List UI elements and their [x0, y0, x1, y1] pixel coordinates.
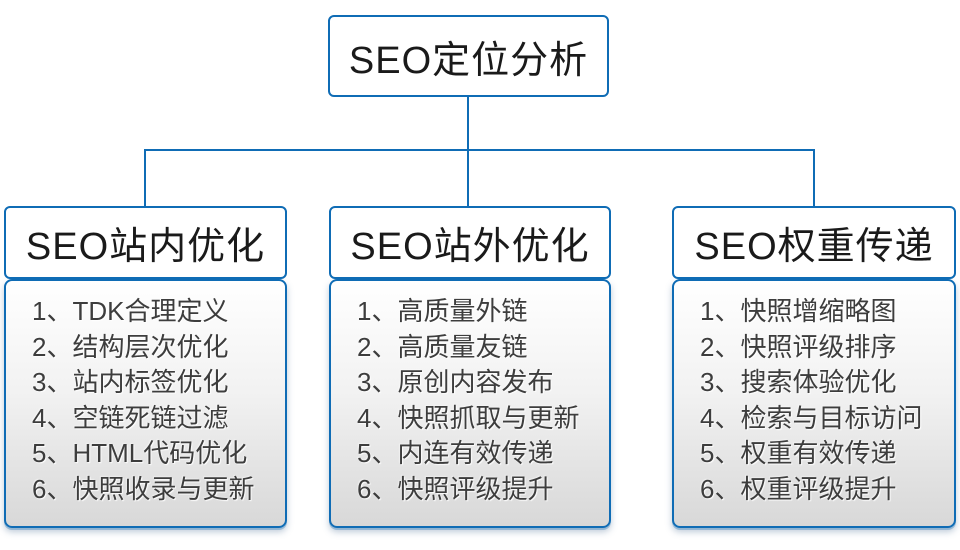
branch-weight-list: 1、快照增缩略图 2、快照评级排序 3、搜索体验优化 4、检索与目标访问 5、权… — [672, 279, 956, 528]
list-item: 6、快照收录与更新 — [32, 473, 255, 504]
connector-drop-weight — [813, 150, 815, 207]
list-item: 3、站内标签优化 — [32, 367, 229, 397]
connector-drop-offsite — [467, 150, 469, 207]
branch-offsite: SEO站外优化 1、高质量外链 2、高质量友链 3、原创内容发布 4、快照抓取与… — [329, 206, 611, 528]
list-item: 1、快照增缩略图 — [700, 296, 897, 326]
root-node: SEO定位分析 — [328, 15, 609, 97]
list-item: 4、空链死链过滤 — [32, 402, 229, 433]
list-item: 6、权重评级提升 — [700, 473, 897, 504]
list-item: 2、快照评级排序 — [700, 331, 897, 362]
list-item: 5、HTML代码优化 — [32, 438, 248, 468]
branch-onsite-title: SEO站内优化 — [25, 226, 266, 268]
branch-onsite-title-box: SEO站内优化 — [4, 206, 287, 279]
root-node-label: SEO定位分析 — [348, 39, 589, 82]
branch-weight-title: SEO权重传递 — [694, 226, 934, 268]
list-item: 5、权重有效传递 — [700, 438, 897, 468]
connector-horizontal — [144, 149, 815, 151]
list-item: 1、高质量外链 — [357, 296, 528, 326]
list-item: 4、快照抓取与更新 — [357, 402, 580, 433]
branch-offsite-title-box: SEO站外优化 — [329, 206, 611, 279]
branch-weight-title-box: SEO权重传递 — [672, 206, 956, 279]
list-item: 3、搜索体验优化 — [700, 367, 897, 397]
branch-weight: SEO权重传递 1、快照增缩略图 2、快照评级排序 3、搜索体验优化 4、检索与… — [672, 206, 956, 528]
list-item: 2、结构层次优化 — [32, 331, 229, 362]
connector-root-stem — [467, 97, 469, 150]
list-item: 4、检索与目标访问 — [700, 402, 923, 433]
list-item: 1、TDK合理定义 — [32, 296, 229, 326]
connector-drop-onsite — [144, 150, 146, 207]
branch-offsite-title: SEO站外优化 — [350, 226, 590, 268]
branch-onsite: SEO站内优化 1、TDK合理定义 2、结构层次优化 3、站内标签优化 4、空链… — [4, 206, 287, 528]
branch-offsite-list: 1、高质量外链 2、高质量友链 3、原创内容发布 4、快照抓取与更新 5、内连有… — [329, 279, 611, 528]
branch-onsite-list: 1、TDK合理定义 2、结构层次优化 3、站内标签优化 4、空链死链过滤 5、H… — [4, 279, 287, 528]
list-item: 2、高质量友链 — [357, 331, 528, 362]
list-item: 6、快照评级提升 — [357, 473, 554, 504]
list-item: 5、内连有效传递 — [357, 438, 554, 468]
list-item: 3、原创内容发布 — [357, 367, 554, 397]
